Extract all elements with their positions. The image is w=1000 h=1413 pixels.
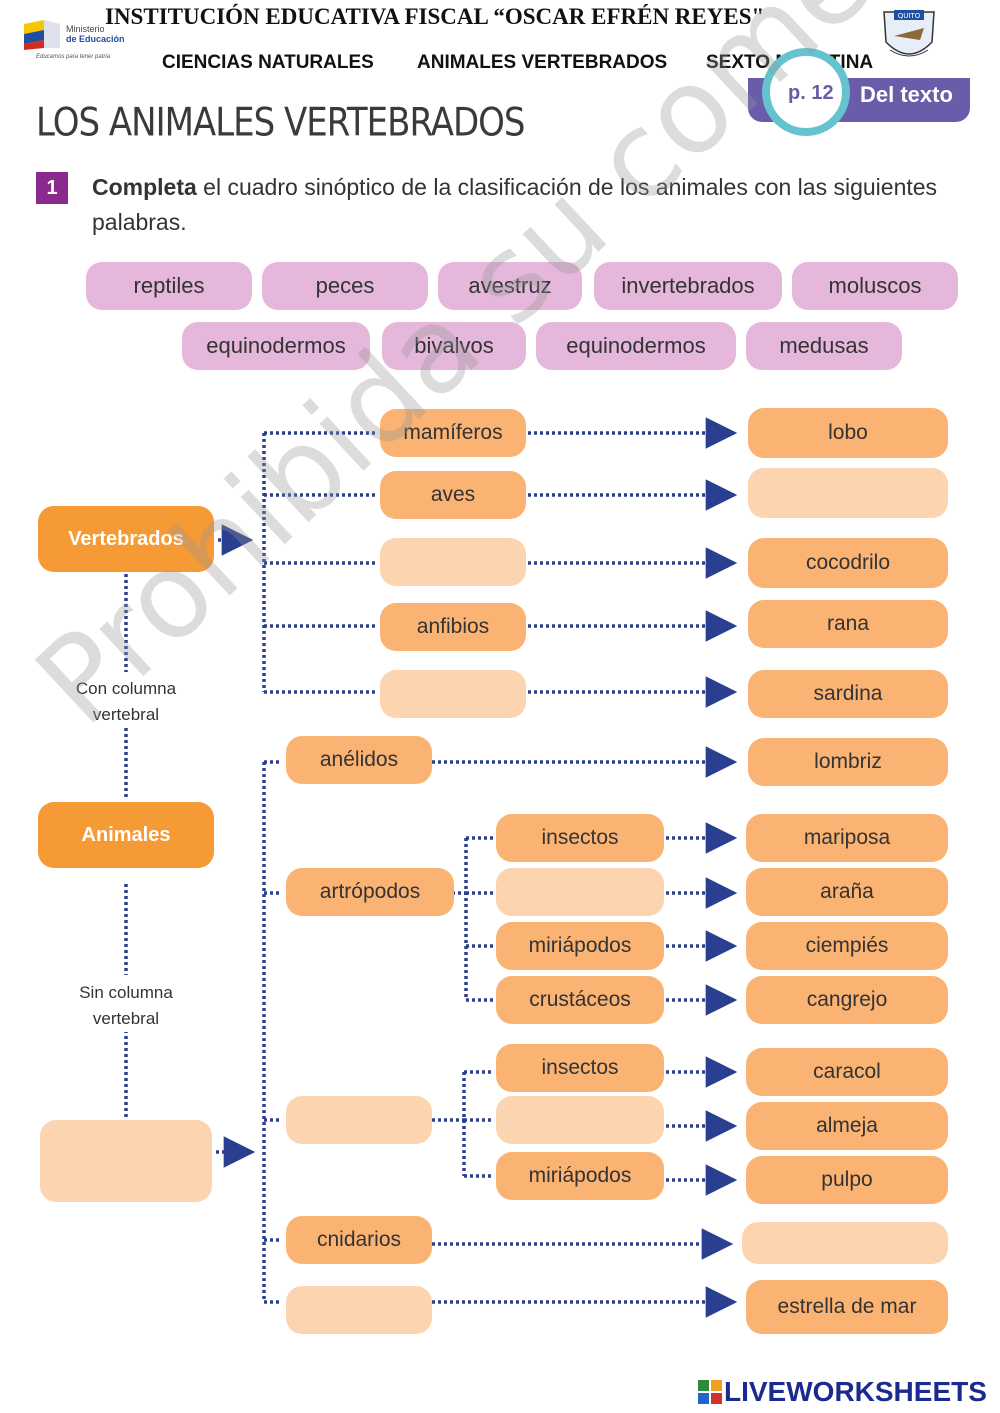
group-box: anfibios [380, 603, 526, 651]
example-box: mariposa [746, 814, 948, 862]
subgroup-answer-box[interactable] [496, 1096, 664, 1144]
example-box: almeja [746, 1102, 948, 1150]
liveworksheets-logo[interactable]: LIVEWORKSHEETS [698, 1376, 987, 1408]
group-box: artrópodos [286, 868, 454, 916]
subgroup-box: crustáceos [496, 976, 664, 1024]
ministry-logo: Ministerio de Educación Educamos para te… [22, 18, 152, 66]
subgroup-box: miriápodos [496, 922, 664, 970]
ecuador-flag-icon [24, 20, 60, 50]
example-box: sardina [748, 670, 948, 718]
subgroup-box: miriápodos [496, 1152, 664, 1200]
liveworksheets-icon [698, 1380, 722, 1404]
subgroup-box: insectos [496, 814, 664, 862]
example-box: estrella de mar [746, 1280, 948, 1334]
group-answer-box[interactable] [380, 670, 526, 718]
invertebrados-answer-box[interactable] [40, 1120, 212, 1202]
seal-text: QUITO [898, 12, 921, 20]
group-box: anélidos [286, 736, 432, 784]
subject-label: CIENCIAS NATURALES [162, 52, 374, 73]
word-chip[interactable]: invertebrados [594, 262, 782, 310]
page-reference-label: Del texto [860, 82, 953, 107]
group-answer-box[interactable] [380, 538, 526, 586]
footer-brand: LIVEWORKSHEETS [724, 1376, 987, 1407]
page-title: LOS ANIMALES VERTEBRADOS [36, 100, 526, 146]
subgroup-answer-box[interactable] [496, 868, 664, 916]
ministry-line2: de Educación [66, 34, 125, 44]
ministry-slogan: Educamos para tener patria [36, 54, 111, 60]
example-box: araña [746, 868, 948, 916]
subgroup-box: insectos [496, 1044, 664, 1092]
example-box: lombriz [748, 738, 948, 786]
school-name: INSTITUCIÓN EDUCATIVA FISCAL “OSCAR EFRÉ… [105, 4, 765, 29]
example-answer-box[interactable] [748, 468, 948, 518]
example-answer-box[interactable] [742, 1222, 948, 1264]
group-box: mamíferos [380, 409, 526, 457]
exercise-number-badge: 1 [36, 172, 68, 204]
example-box: cocodrilo [748, 538, 948, 588]
topic-label: ANIMALES VERTEBRADOS [417, 52, 668, 73]
example-box: ciempiés [746, 922, 948, 970]
example-box: cangrejo [746, 976, 948, 1024]
word-chip[interactable]: bivalvos [382, 322, 526, 370]
group-box: aves [380, 471, 526, 519]
group-box: cnidarios [286, 1216, 432, 1264]
word-chip[interactable]: reptiles [86, 262, 252, 310]
example-box: pulpo [746, 1156, 948, 1204]
group-answer-box[interactable] [286, 1096, 432, 1144]
instruction-bold: Completa [92, 174, 197, 200]
instruction-text: el cuadro sinóptico de la clasificación … [92, 174, 938, 235]
word-chip[interactable]: equinodermos [182, 322, 370, 370]
animales-box: Animales [38, 802, 214, 868]
word-chip[interactable]: moluscos [792, 262, 958, 310]
word-chip[interactable]: avestruz [438, 262, 582, 310]
example-box: lobo [748, 408, 948, 458]
exercise-instruction: Completa el cuadro sinóptico de la clasi… [92, 170, 982, 240]
ministry-line1: Ministerio [66, 24, 105, 34]
page-number: p. 12 [788, 82, 834, 104]
example-box: rana [748, 600, 948, 648]
page-reference-tab: p. 12 Del texto [748, 48, 970, 136]
word-chip[interactable]: peces [262, 262, 428, 310]
group-answer-box[interactable] [286, 1286, 432, 1334]
con-columna-label: Con columna vertebral [56, 676, 196, 728]
example-box: caracol [746, 1048, 948, 1096]
word-chip[interactable]: equinodermos [536, 322, 736, 370]
word-chip[interactable]: medusas [746, 322, 902, 370]
school-seal-icon: QUITO [883, 10, 935, 57]
vertebrados-box: Vertebrados [38, 506, 214, 572]
sin-columna-label: Sin columna vertebral [56, 980, 196, 1032]
